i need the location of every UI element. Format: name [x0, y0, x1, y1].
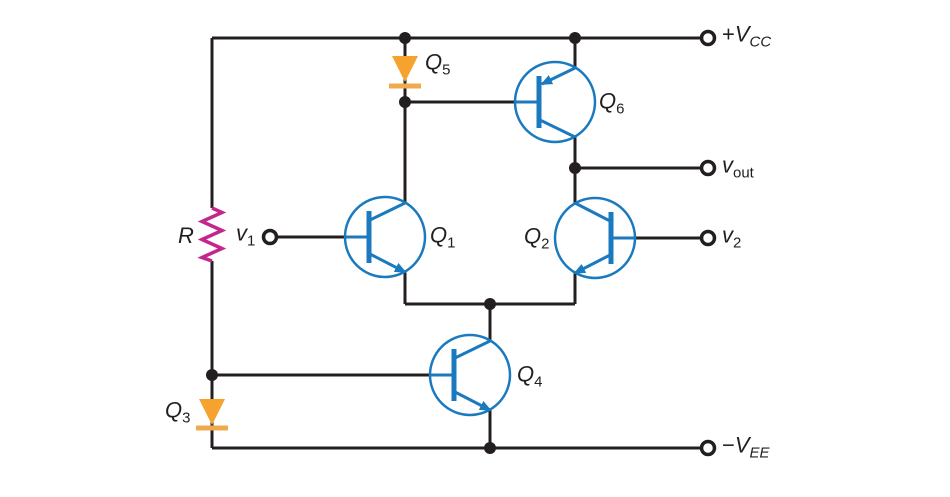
q1-transistor — [343, 195, 427, 279]
q4-collector-line — [454, 339, 491, 360]
junction-dot — [484, 442, 496, 454]
q6-collector-line — [539, 118, 576, 139]
q6-body-circle — [513, 60, 597, 144]
label-q5: Q5 — [425, 49, 451, 79]
terminal-label-v2: v2 — [722, 222, 742, 252]
q4-emitter-line — [454, 390, 492, 412]
label-q1: Q1 — [430, 222, 456, 252]
q2-collector-line — [574, 201, 611, 223]
q3-diode-triangle — [199, 399, 225, 425]
q2-emitter-line — [573, 253, 611, 275]
label-q2: Q2 — [524, 223, 550, 253]
q1-collector-line — [369, 201, 406, 222]
junction-dot — [206, 369, 218, 381]
q1-emitter-line — [369, 252, 407, 274]
junction-dot — [569, 32, 581, 44]
label-q3: Q3 — [165, 397, 191, 427]
terminal-v2 — [699, 229, 717, 247]
terminal-vee — [699, 439, 717, 457]
q6-transistor — [513, 60, 597, 144]
label-r: R — [178, 223, 194, 248]
q4-body-circle — [428, 333, 512, 417]
terminal-label-vout: vout — [722, 152, 754, 182]
terminal-v1 — [261, 228, 279, 246]
terminal-vout — [699, 159, 717, 177]
q3-diode — [196, 399, 228, 431]
junction-dot — [399, 96, 411, 108]
label-q4: Q4 — [517, 361, 543, 391]
terminal-label-vcc: +VCC — [722, 21, 772, 51]
q5-diode-triangle — [392, 56, 418, 82]
q1-body-circle — [343, 195, 427, 279]
junction-dot — [569, 162, 581, 174]
terminal-label-vee: −VEE — [722, 432, 770, 462]
q5-diode — [389, 56, 421, 89]
junction-dot — [399, 32, 411, 44]
resistor-zigzag — [197, 206, 227, 263]
q4-transistor — [428, 333, 512, 417]
q2-transistor — [553, 196, 637, 280]
terminal-label-v1: v1 — [236, 220, 256, 250]
label-q6: Q6 — [599, 88, 625, 118]
terminal-vcc — [699, 29, 717, 47]
q6-emitter-line — [540, 66, 576, 86]
junction-dot — [484, 298, 496, 310]
